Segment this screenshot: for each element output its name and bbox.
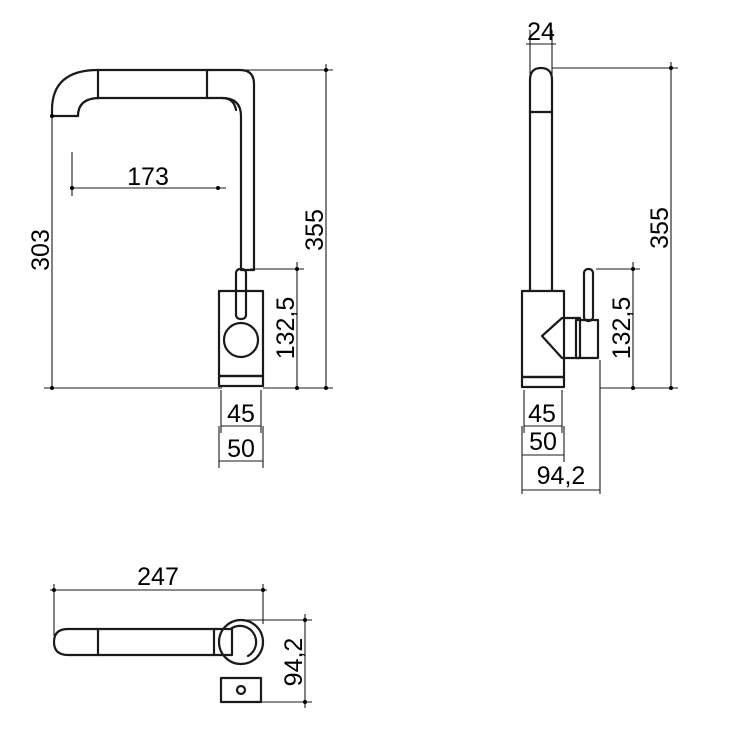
dim-arrow-dot — [295, 267, 299, 271]
dim-arrow-dot — [70, 186, 74, 190]
front-view: 173 303 355 132,5 45 50 — [27, 64, 333, 468]
top-view: 247 94,2 — [50, 563, 312, 708]
dim-label-base-diameter: 50 — [227, 435, 255, 463]
dim-arrow-dot — [303, 700, 307, 704]
side-base — [520, 375, 566, 389]
dim-arrow-dot — [669, 66, 673, 70]
front-lever-knob — [222, 321, 260, 359]
front-lever — [234, 267, 248, 321]
front-spout-outline — [50, 68, 256, 272]
dim-label-body-diameter: 45 — [227, 400, 255, 428]
dim-label-spout-reach: 173 — [127, 163, 169, 191]
top-lever-pin — [235, 684, 247, 696]
top-lever-housing — [219, 676, 263, 704]
dim-arrow-dot — [50, 386, 54, 390]
dim-arrow-dot — [295, 386, 299, 390]
dim-arrow-dot — [216, 186, 220, 190]
dim-label-depth: 94,2 — [280, 638, 308, 687]
dim-label-spout-width: 24 — [527, 18, 555, 46]
dim-label-total-height: 355 — [646, 207, 674, 249]
spout-inner-curve — [220, 96, 238, 112]
dim-label-lever-height: 132,5 — [608, 297, 636, 360]
side-lever-housing — [574, 318, 600, 360]
dim-arrow-dot — [324, 68, 328, 72]
top-body-inner — [230, 624, 258, 658]
top-spout — [52, 627, 234, 657]
dim-arrow-dot — [52, 588, 56, 592]
dim-arrow-dot — [631, 267, 635, 271]
dim-arrow-dot — [303, 618, 307, 622]
dim-arrow-dot — [261, 588, 265, 592]
dim-label-total-height: 355 — [301, 209, 329, 251]
dim-label-lever-height: 132,5 — [272, 297, 300, 360]
dim-label-body-diameter: 45 — [528, 400, 556, 428]
side-view: 24 355 132,5 45 50 94,2 — [520, 18, 678, 494]
dim-label-spout-height: 303 — [27, 229, 55, 271]
dim-label-base-diameter: 50 — [529, 428, 557, 456]
side-lever-cartridge — [540, 316, 582, 360]
side-spout — [528, 66, 554, 293]
dim-label-total-length: 247 — [137, 563, 179, 591]
side-lever — [582, 267, 595, 323]
dim-arrow-dot — [669, 386, 673, 390]
front-base — [217, 374, 265, 388]
dim-label-total-depth: 94,2 — [537, 462, 586, 490]
dim-arrow-dot — [324, 386, 328, 390]
dim-arrow-dot — [631, 386, 635, 390]
dim-arrow-dot — [50, 114, 54, 118]
